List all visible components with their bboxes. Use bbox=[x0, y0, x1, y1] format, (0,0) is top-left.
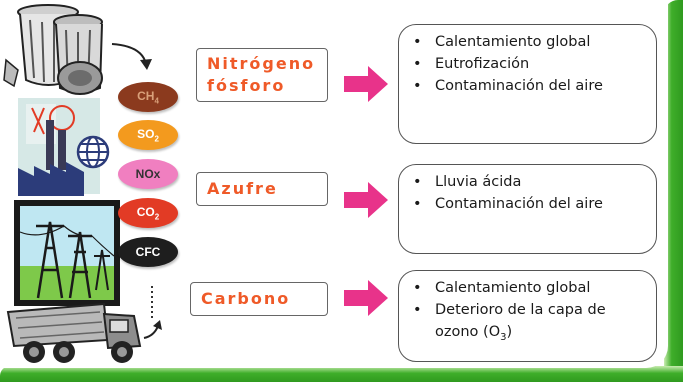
arrow-icon bbox=[344, 182, 388, 218]
effects-box-carbono: • Calentamiento global • Deterioro de la c… bbox=[398, 270, 657, 362]
dump-truck-icon bbox=[6, 302, 162, 363]
ozone-formula: (O3) bbox=[483, 324, 513, 343]
bullet: • bbox=[413, 196, 422, 212]
bullet: • bbox=[413, 78, 422, 94]
effect-item: • Lluvia ácida bbox=[411, 171, 648, 193]
element-label: Carbono bbox=[201, 289, 291, 308]
effects-box-nitrogeno-fosforo: • Calentamiento global • Eutrofización • Co… bbox=[398, 24, 657, 144]
globe-icon bbox=[76, 135, 110, 169]
effect-text: Lluvia ácida bbox=[435, 174, 522, 190]
pollutant-pill-co2: CO2 bbox=[118, 198, 178, 228]
pollutant-subscript: 4 bbox=[154, 96, 159, 106]
power-lines-icon bbox=[14, 200, 120, 306]
pollutant-pill-nox: NOx bbox=[118, 159, 178, 189]
effect-text: Contaminación del aire bbox=[435, 196, 603, 212]
bullet: • bbox=[413, 280, 422, 296]
pollutant-label: SO2 bbox=[137, 126, 159, 144]
element-box-carbono: Carbono bbox=[190, 282, 328, 316]
pollutant-label: NOx bbox=[135, 167, 161, 181]
pollutant-label: CH4 bbox=[137, 88, 159, 106]
green-frame-bottom bbox=[0, 366, 683, 382]
pollutant-pill-so2: SO2 bbox=[118, 120, 178, 150]
pollutant-label: CO2 bbox=[136, 204, 160, 222]
effect-text: Contaminación del aire bbox=[435, 78, 603, 94]
bullet: • bbox=[413, 302, 422, 318]
effect-text: Calentamiento global bbox=[435, 280, 591, 296]
trash-cans-icon bbox=[3, 4, 103, 95]
effect-item: • Contaminación del aire bbox=[411, 193, 648, 215]
green-frame-right bbox=[664, 0, 683, 382]
effect-item: • Calentamiento global bbox=[411, 277, 648, 299]
factory-icon bbox=[18, 98, 100, 196]
bullet: • bbox=[413, 56, 422, 72]
curved-arrow-icon bbox=[111, 43, 152, 70]
arrow-icon bbox=[344, 66, 388, 102]
ozone-subscript: 3 bbox=[500, 331, 507, 343]
effect-item: • Calentamiento global bbox=[411, 31, 648, 53]
effect-item: • Contaminación del aire bbox=[411, 75, 648, 97]
effect-text: Deterioro de la capa de ozono bbox=[435, 302, 606, 340]
element-label: Nitrógeno fósforo bbox=[207, 54, 316, 95]
pollutant-pill-cfc: CFC bbox=[118, 237, 178, 267]
pollutant-subscript: 2 bbox=[154, 134, 159, 144]
effect-item: • Eutrofización bbox=[411, 53, 648, 75]
effects-box-azufre: • Lluvia ácida • Contaminación del aire bbox=[398, 164, 657, 254]
pollutant-pill-ch4: CH4 bbox=[118, 82, 178, 112]
pollution-sources-illustration bbox=[3, 4, 162, 363]
bullet: • bbox=[413, 174, 422, 190]
arrow-icon bbox=[344, 280, 388, 316]
bullet: • bbox=[413, 34, 422, 50]
pollutant-label: CFC bbox=[135, 245, 161, 259]
effect-text: Eutrofización bbox=[435, 56, 530, 72]
effect-text: Calentamiento global bbox=[435, 34, 591, 50]
element-label: Azufre bbox=[207, 179, 278, 198]
element-box-nitrogeno-fosforo: Nitrógeno fósforo bbox=[196, 48, 328, 102]
pollutant-subscript: 2 bbox=[154, 212, 160, 222]
effect-item: • Deterioro de la capa de ozono (O3) bbox=[411, 299, 648, 349]
element-box-azufre: Azufre bbox=[196, 172, 328, 206]
